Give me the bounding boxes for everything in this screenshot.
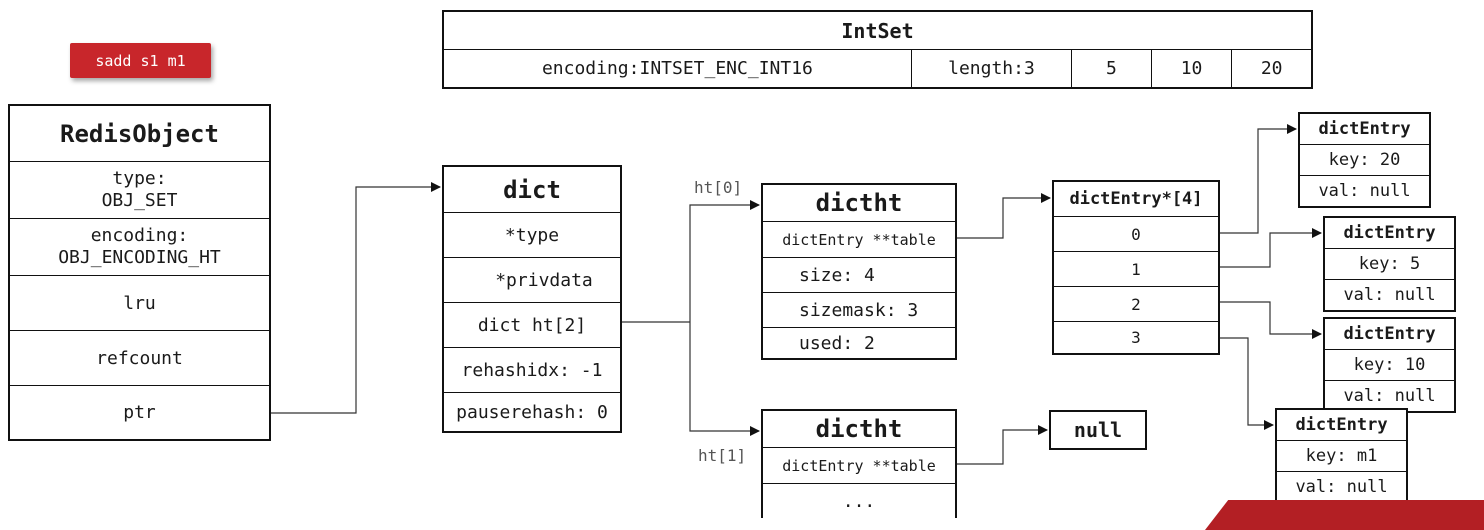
- dict-entry-val: val: null: [1325, 279, 1454, 310]
- redis-object-type: type: OBJ_SET: [10, 161, 269, 218]
- dict-entry-box: dictEntry key: m1 val: null: [1275, 408, 1408, 504]
- dictentry-array: dictEntry*[4] 0 1 2 3: [1052, 180, 1220, 355]
- dictht-used: used: 2: [763, 327, 955, 358]
- dict-entry-key: key: 5: [1325, 248, 1454, 279]
- encoding-label: encoding:: [90, 225, 189, 246]
- type-label: type:: [112, 168, 167, 189]
- encoding-value: OBJ_ENCODING_HT: [58, 247, 221, 268]
- redis-object-encoding: encoding: OBJ_ENCODING_HT: [10, 218, 269, 275]
- dictht-ellipsis: ...: [763, 483, 955, 518]
- ht0-label: ht[0]: [694, 178, 743, 197]
- ht1-arrow: [689, 322, 760, 436]
- array-slot: 2: [1054, 286, 1218, 321]
- dictht-table-field: dictEntry **table: [763, 221, 955, 257]
- slot0-to-entry-arrow: [1220, 124, 1297, 234]
- dict-entry-val: val: null: [1300, 175, 1429, 206]
- dict-field: *privdata: [444, 257, 620, 302]
- redis-object-box: RedisObject type: OBJ_SET encoding: OBJ_…: [8, 104, 271, 441]
- redis-object-refcount: refcount: [10, 330, 269, 385]
- intset-value: 10: [1150, 50, 1232, 87]
- dict-entry-val: val: null: [1325, 380, 1454, 411]
- ptr-to-dict-arrow: [271, 182, 441, 414]
- dictht-1-box: dictht dictEntry **table ...: [761, 409, 957, 518]
- dict-box: dict *type *privdata dict ht[2] rehashid…: [442, 165, 622, 433]
- dict-field: rehashidx: -1: [444, 347, 620, 392]
- dict-field: dict ht[2]: [444, 302, 620, 347]
- dictht-size: size: 4: [763, 257, 955, 292]
- dict-entry-box: dictEntry key: 20 val: null: [1298, 112, 1431, 208]
- dict-entry-box: dictEntry key: 10 val: null: [1323, 317, 1456, 413]
- array-slot: 1: [1054, 251, 1218, 286]
- slot2-to-entry-arrow: [1220, 301, 1322, 339]
- array-slot: 3: [1054, 321, 1218, 353]
- type-value: OBJ_SET: [101, 190, 178, 211]
- intset-title: IntSet: [444, 12, 1311, 50]
- table-to-null-arrow: [957, 425, 1048, 465]
- array-title: dictEntry*[4]: [1069, 189, 1203, 209]
- array-slot: 0: [1054, 216, 1218, 251]
- dictht-sizemask: sizemask: 3: [763, 292, 955, 327]
- dict-entry-val: val: null: [1277, 471, 1406, 502]
- null-box: null: [1049, 410, 1147, 450]
- ht0-arrow: [689, 200, 760, 322]
- redis-object-lru: lru: [10, 275, 269, 330]
- redis-object-ptr: ptr: [10, 385, 269, 439]
- intset-table: IntSet encoding:INTSET_ENC_INT16 length:…: [442, 10, 1313, 89]
- dict-field: *type: [444, 212, 620, 257]
- dict-entry-key: key: m1: [1277, 440, 1406, 471]
- dictht-0-box: dictht dictEntry **table size: 4 sizemas…: [761, 183, 957, 360]
- dict-field: pauserehash: 0: [444, 392, 620, 431]
- dictht-title: dictht: [815, 415, 903, 443]
- connector-lines: [271, 124, 1322, 465]
- dict-entry-title: dictEntry: [1343, 223, 1436, 243]
- dict-entry-title: dictEntry: [1318, 119, 1411, 139]
- dict-entry-title: dictEntry: [1295, 415, 1388, 435]
- intset-encoding: encoding:INTSET_ENC_INT16: [541, 58, 813, 79]
- dict-entry-key: key: 10: [1325, 349, 1454, 380]
- command-badge: sadd s1 m1: [70, 43, 211, 78]
- dictht-table-field: dictEntry **table: [763, 447, 955, 483]
- corner-banner: [1205, 500, 1484, 530]
- dictht-title: dictht: [815, 189, 903, 217]
- redis-object-title: RedisObject: [60, 119, 219, 148]
- intset-value: 20: [1231, 50, 1311, 87]
- ht1-label: ht[1]: [698, 446, 747, 465]
- intset-length: length:3: [910, 50, 1071, 87]
- intset-value: 5: [1071, 50, 1151, 87]
- slot3-to-entry-arrow: [1220, 337, 1274, 430]
- dict-entry-key: key: 20: [1300, 144, 1429, 175]
- slot1-to-entry-arrow: [1220, 228, 1322, 268]
- dict-entry-box: dictEntry key: 5 val: null: [1323, 216, 1456, 312]
- dict-title: dict: [503, 175, 561, 204]
- dict-entry-title: dictEntry: [1343, 324, 1436, 344]
- table-to-array-arrow: [957, 193, 1051, 239]
